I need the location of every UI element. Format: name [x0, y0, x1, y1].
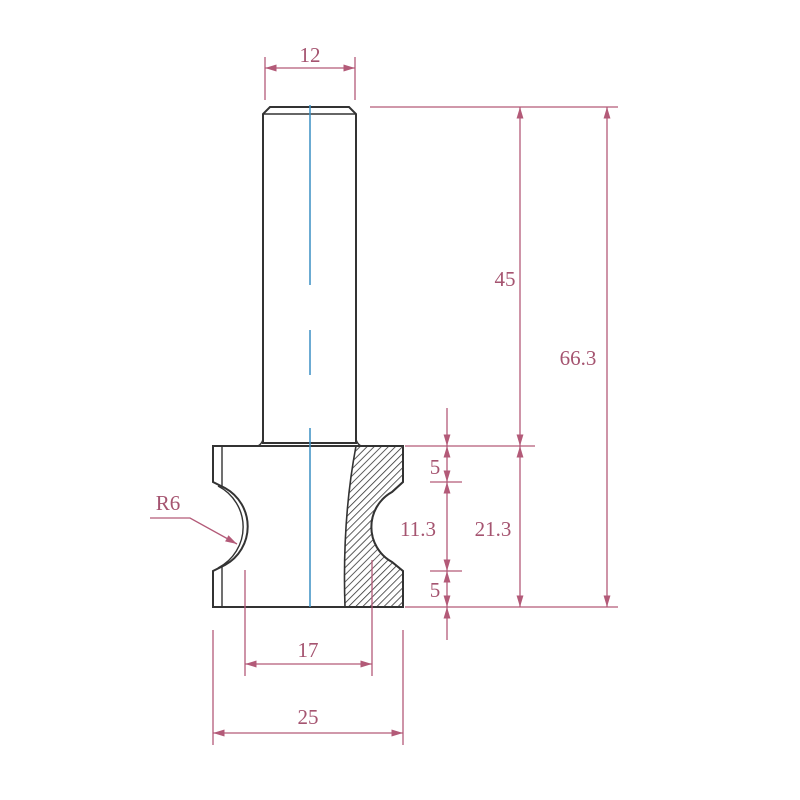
dim-label-66-3: 66.3 — [560, 346, 597, 370]
dim-label-25: 25 — [298, 705, 319, 729]
dim-label-17: 17 — [298, 638, 319, 662]
groove-edge — [217, 485, 244, 569]
dimension-45: 45 — [495, 107, 524, 446]
dim-label-21-3: 21.3 — [475, 517, 512, 541]
radius-callout: R6 — [150, 491, 238, 545]
dim-label-bottom-5: 5 — [430, 578, 441, 602]
dimension-66-3: 66.3 — [560, 107, 611, 607]
dim-label-top-5: 5 — [430, 455, 441, 479]
dimension-17: 17 — [244, 560, 373, 676]
dimension-21-3: 21.3 — [475, 446, 524, 607]
router-bit — [212, 105, 404, 608]
dimension-small-stack: 5 11.3 5 — [400, 408, 462, 640]
dim-label-11-3: 11.3 — [400, 517, 436, 541]
dimension-12: 12 — [264, 43, 356, 100]
hatched-section — [343, 445, 404, 608]
leader-line — [150, 517, 238, 545]
dim-label-r6: R6 — [156, 491, 181, 515]
dim-label-45: 45 — [495, 267, 516, 291]
dim-label-12: 12 — [300, 43, 321, 67]
dimension-25: 25 — [212, 630, 404, 745]
